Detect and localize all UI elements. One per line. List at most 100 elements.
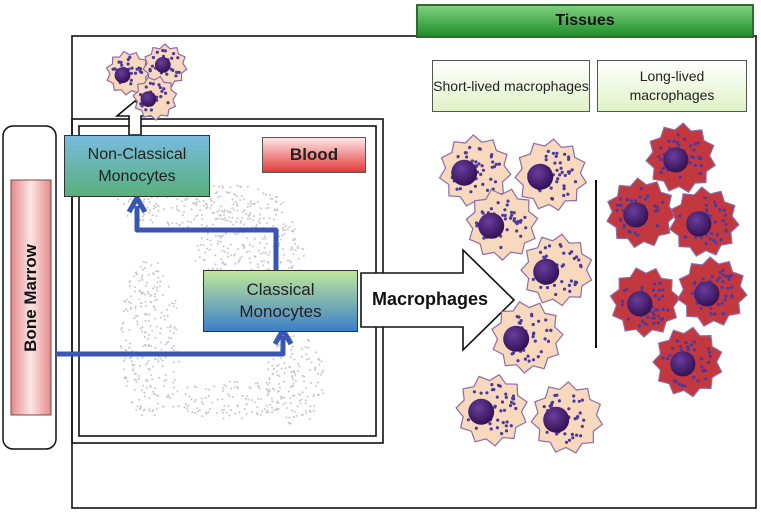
scatter-dot — [224, 219, 227, 222]
scatter-dot — [231, 216, 234, 219]
scatter-dot — [267, 411, 270, 414]
cell-granule — [654, 308, 658, 312]
scatter-dot — [172, 381, 175, 384]
scatter-dot — [209, 239, 212, 242]
scatter-dot — [183, 406, 186, 409]
cell-granule — [544, 154, 548, 158]
scatter-dot — [233, 232, 236, 235]
scatter-dot — [288, 225, 291, 228]
scatter-dot — [201, 415, 204, 418]
cell-granule — [151, 82, 155, 86]
scatter-dot — [217, 240, 220, 243]
scatter-dot — [245, 403, 248, 406]
scatter-dot — [243, 209, 246, 211]
scatter-dot — [151, 378, 154, 381]
scatter-dot — [272, 218, 275, 221]
scatter-dot — [164, 318, 166, 321]
cell-granule — [160, 89, 164, 93]
scatter-dot — [249, 261, 252, 264]
cell-granule — [555, 151, 559, 155]
scatter-dot — [157, 270, 160, 273]
cell-granule — [661, 294, 665, 298]
cell-granule — [551, 400, 555, 404]
cell-granule — [646, 315, 650, 319]
scatter-dot — [291, 221, 294, 223]
scatter-dot — [240, 195, 243, 198]
cell-granule — [455, 187, 459, 191]
scatter-dot — [297, 257, 300, 260]
scatter-dot — [172, 361, 175, 364]
cell-granule — [653, 294, 657, 298]
scatter-dot — [280, 203, 282, 206]
scatter-dot — [175, 208, 178, 211]
scatter-dot — [223, 211, 226, 214]
scatter-dot — [195, 204, 198, 207]
tissues-banner: Tissues — [416, 4, 754, 38]
scatter-dot — [158, 285, 161, 288]
scatter-dot — [197, 249, 200, 252]
scatter-dot — [317, 372, 320, 375]
scatter-dot — [265, 193, 268, 196]
cell-granule — [677, 143, 681, 147]
scatter-dot — [307, 340, 310, 342]
scatter-dot — [230, 409, 233, 411]
scatter-dot — [240, 220, 243, 222]
scatter-dot — [263, 408, 266, 411]
scatter-dot — [322, 392, 325, 395]
scatter-dot — [126, 309, 129, 312]
scatter-dot — [175, 328, 178, 331]
cell-granule — [562, 287, 567, 291]
scatter-dot — [239, 221, 242, 224]
scatter-dot — [293, 370, 295, 372]
cell-granule — [666, 308, 670, 312]
scatter-dot — [194, 259, 197, 262]
cell-granule — [496, 201, 500, 205]
scatter-dot — [140, 389, 143, 392]
cell-granule — [652, 313, 656, 317]
cell-granule — [693, 280, 697, 284]
cell-granule — [547, 244, 552, 248]
scatter-dot — [296, 405, 299, 408]
scatter-dot — [282, 403, 285, 406]
cell-granule — [500, 400, 505, 404]
scatter-dot — [210, 243, 213, 246]
scatter-dot — [143, 198, 146, 201]
scatter-dot — [275, 201, 278, 203]
scatter-dot — [206, 238, 209, 241]
scatter-dot — [176, 390, 179, 393]
scatter-dot — [316, 381, 319, 384]
cell-granule — [481, 168, 486, 172]
scatter-dot — [135, 409, 138, 411]
macrophage-arrow — [360, 248, 516, 352]
scatter-dot — [173, 349, 175, 352]
cell-granule — [650, 316, 655, 320]
cell-granule — [176, 56, 180, 60]
scatter-dot — [233, 192, 236, 195]
scatter-dot — [235, 204, 238, 206]
scatter-dot — [277, 363, 280, 366]
scatter-dot — [291, 248, 294, 251]
cell-granule — [619, 218, 623, 223]
cell-granule — [713, 312, 717, 316]
cell-granule — [657, 155, 661, 159]
scatter-dot — [214, 218, 217, 221]
scatter-dot — [219, 237, 222, 239]
scatter-dot — [205, 412, 208, 415]
cell-granule — [703, 196, 707, 200]
scatter-dot — [229, 220, 232, 223]
long-lived-macrophages-label: Long-lived macrophages — [597, 60, 747, 112]
scatter-dot — [259, 213, 262, 216]
cell-granule — [562, 184, 566, 188]
cell-granule — [549, 328, 553, 332]
scatter-dot — [144, 267, 147, 270]
cell-granule — [133, 71, 138, 75]
scatter-dot — [228, 211, 231, 213]
scatter-dot — [188, 395, 191, 398]
scatter-dot — [143, 293, 146, 296]
scatter-dot — [154, 308, 157, 311]
scatter-dot — [248, 250, 251, 253]
cell-granule — [693, 348, 697, 352]
scatter-dot — [169, 329, 172, 332]
scatter-dot — [159, 280, 162, 283]
scatter-dot — [123, 368, 126, 371]
